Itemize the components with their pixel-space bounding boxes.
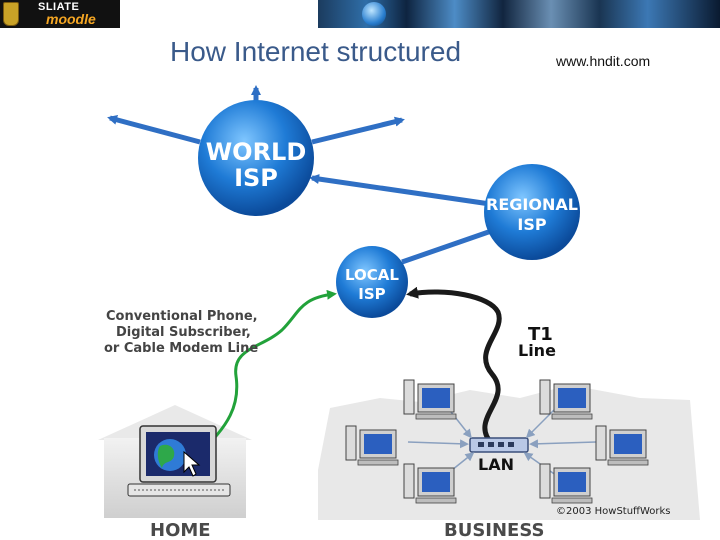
business-computer xyxy=(539,379,593,420)
globe-icon xyxy=(362,2,386,26)
t1-cable-line xyxy=(406,286,502,446)
logo-text-moodle: moodle xyxy=(46,11,96,27)
world-isp-node: WORLD ISP xyxy=(198,100,314,216)
lan-label: LAN xyxy=(478,455,514,474)
business-computer xyxy=(403,463,457,504)
arrow-regional-to-world xyxy=(309,174,491,207)
business-computer xyxy=(403,379,457,420)
cursor-icon xyxy=(183,450,201,477)
copyright-text: ©2003 HowStuffWorks xyxy=(556,506,670,517)
lan-link-5 xyxy=(529,439,597,449)
local-isp-label-line2: ISP xyxy=(358,285,385,303)
logo-text-sliate: SLIATE xyxy=(38,1,80,13)
banner-gap xyxy=(120,0,320,28)
arrow-local-to-regional xyxy=(401,225,503,265)
svg-text:or Cable Modem Line: or Cable Modem Line xyxy=(104,341,258,356)
svg-text:T1: T1 xyxy=(528,324,553,345)
local-isp-node: LOCAL ISP xyxy=(336,246,408,318)
shield-icon xyxy=(3,2,19,26)
business-label: BUSINESS xyxy=(444,520,544,540)
svg-text:Digital Subscriber,: Digital Subscriber, xyxy=(116,325,251,340)
arrow-world-left xyxy=(107,114,201,145)
regional-isp-label-line1: REGIONAL xyxy=(486,195,578,214)
home-computer xyxy=(127,425,231,497)
local-isp-label-line1: LOCAL xyxy=(345,266,399,284)
arrow-world-right xyxy=(311,116,405,145)
slide-title: How Internet structured xyxy=(170,36,462,67)
world-isp-label-line1: WORLD xyxy=(206,138,307,166)
lan-hub xyxy=(469,437,529,453)
world-isp-label-line2: ISP xyxy=(234,164,278,192)
t1-line-label: T1 Line xyxy=(518,324,556,360)
business-computer xyxy=(595,425,649,466)
phone-line-label: Conventional Phone, Digital Subscriber, … xyxy=(104,309,258,356)
home-cable-line xyxy=(195,289,337,458)
internet-structure-diagram: WORLD ISP REGIONAL ISP LOCAL ISP Convent… xyxy=(98,85,700,540)
business-computer xyxy=(539,463,593,504)
site-url: www.hndit.com xyxy=(556,53,651,69)
sliate-moodle-logo[interactable]: SLIATE moodle xyxy=(0,0,120,28)
svg-text:Conventional Phone,: Conventional Phone, xyxy=(106,309,258,324)
header-banner: SLIATE moodle xyxy=(0,0,720,28)
svg-text:Line: Line xyxy=(518,341,556,360)
regional-isp-node: REGIONAL ISP xyxy=(484,164,580,260)
home-label: HOME xyxy=(150,520,211,540)
business-computer xyxy=(345,425,399,466)
regional-isp-label-line2: ISP xyxy=(517,215,546,234)
lan-link-2 xyxy=(407,439,469,449)
